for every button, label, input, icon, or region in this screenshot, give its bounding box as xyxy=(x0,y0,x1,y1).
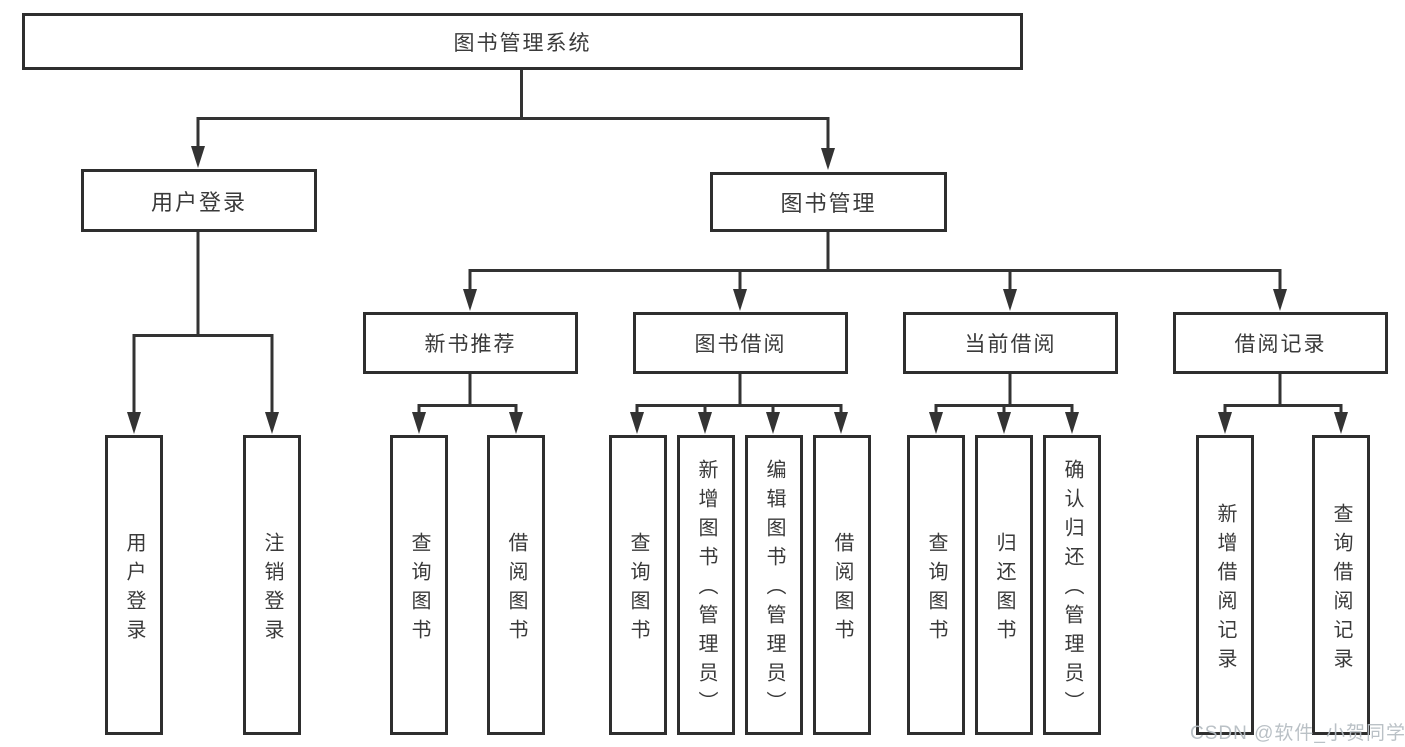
node-book-management: 图书管理 xyxy=(710,172,947,232)
connector-userlogin-to-leaves xyxy=(127,231,279,434)
connector-root-to-level2 xyxy=(191,69,835,170)
leaf-label: 查询图书 xyxy=(408,531,430,648)
csdn-watermark: CSDN @软件_小贺同学 xyxy=(1190,723,1405,744)
node-borrow-records: 借阅记录 xyxy=(1173,312,1388,374)
leaf-label: 查询图书 xyxy=(627,531,649,648)
leaf-query-borrow-record: 查询借阅记录 xyxy=(1312,435,1370,735)
leaf-query-books-recommend: 查询图书 xyxy=(390,435,448,735)
leaf-query-books-current: 查询图书 xyxy=(907,435,965,735)
connector-currentborrow-to-leaves xyxy=(929,373,1079,434)
leaf-logout: 注销登录 xyxy=(243,435,301,735)
leaf-add-borrow-record: 新增借阅记录 xyxy=(1196,435,1254,735)
leaf-label: 注销登录 xyxy=(261,531,283,648)
leaf-label: 确认归还（管理员） xyxy=(1061,459,1083,720)
leaf-label: 查询借阅记录 xyxy=(1330,502,1352,677)
leaf-confirm-return-admin: 确认归还（管理员） xyxy=(1043,435,1101,735)
connector-newbook-to-leaves xyxy=(412,373,523,434)
connector-bookmgmt-to-level3 xyxy=(463,231,1287,311)
leaf-borrow-books: 借阅图书 xyxy=(813,435,871,735)
leaf-label: 借阅图书 xyxy=(505,531,527,648)
node-new-book-recommend: 新书推荐 xyxy=(363,312,578,374)
leaf-label: 编辑图书（管理员） xyxy=(763,459,785,720)
node-book-borrow: 图书借阅 xyxy=(633,312,848,374)
leaf-user-login: 用户登录 xyxy=(105,435,163,735)
leaf-label: 归还图书 xyxy=(993,531,1015,648)
leaf-label: 查询图书 xyxy=(925,531,947,648)
connector-records-to-leaves xyxy=(1218,373,1348,434)
connector-bookborrow-to-leaves xyxy=(630,373,848,434)
leaf-label: 借阅图书 xyxy=(831,531,853,648)
node-current-borrow: 当前借阅 xyxy=(903,312,1118,374)
node-user-login: 用户登录 xyxy=(81,169,317,232)
leaf-label: 用户登录 xyxy=(123,531,145,648)
leaf-return-books: 归还图书 xyxy=(975,435,1033,735)
leaf-add-books-admin: 新增图书（管理员） xyxy=(677,435,735,735)
leaf-query-books-borrow: 查询图书 xyxy=(609,435,667,735)
leaf-borrow-books-recommend: 借阅图书 xyxy=(487,435,545,735)
node-library-system: 图书管理系统 xyxy=(22,13,1023,70)
leaf-label: 新增借阅记录 xyxy=(1214,502,1236,677)
leaf-label: 新增图书（管理员） xyxy=(695,459,717,720)
leaf-edit-books-admin: 编辑图书（管理员） xyxy=(745,435,803,735)
